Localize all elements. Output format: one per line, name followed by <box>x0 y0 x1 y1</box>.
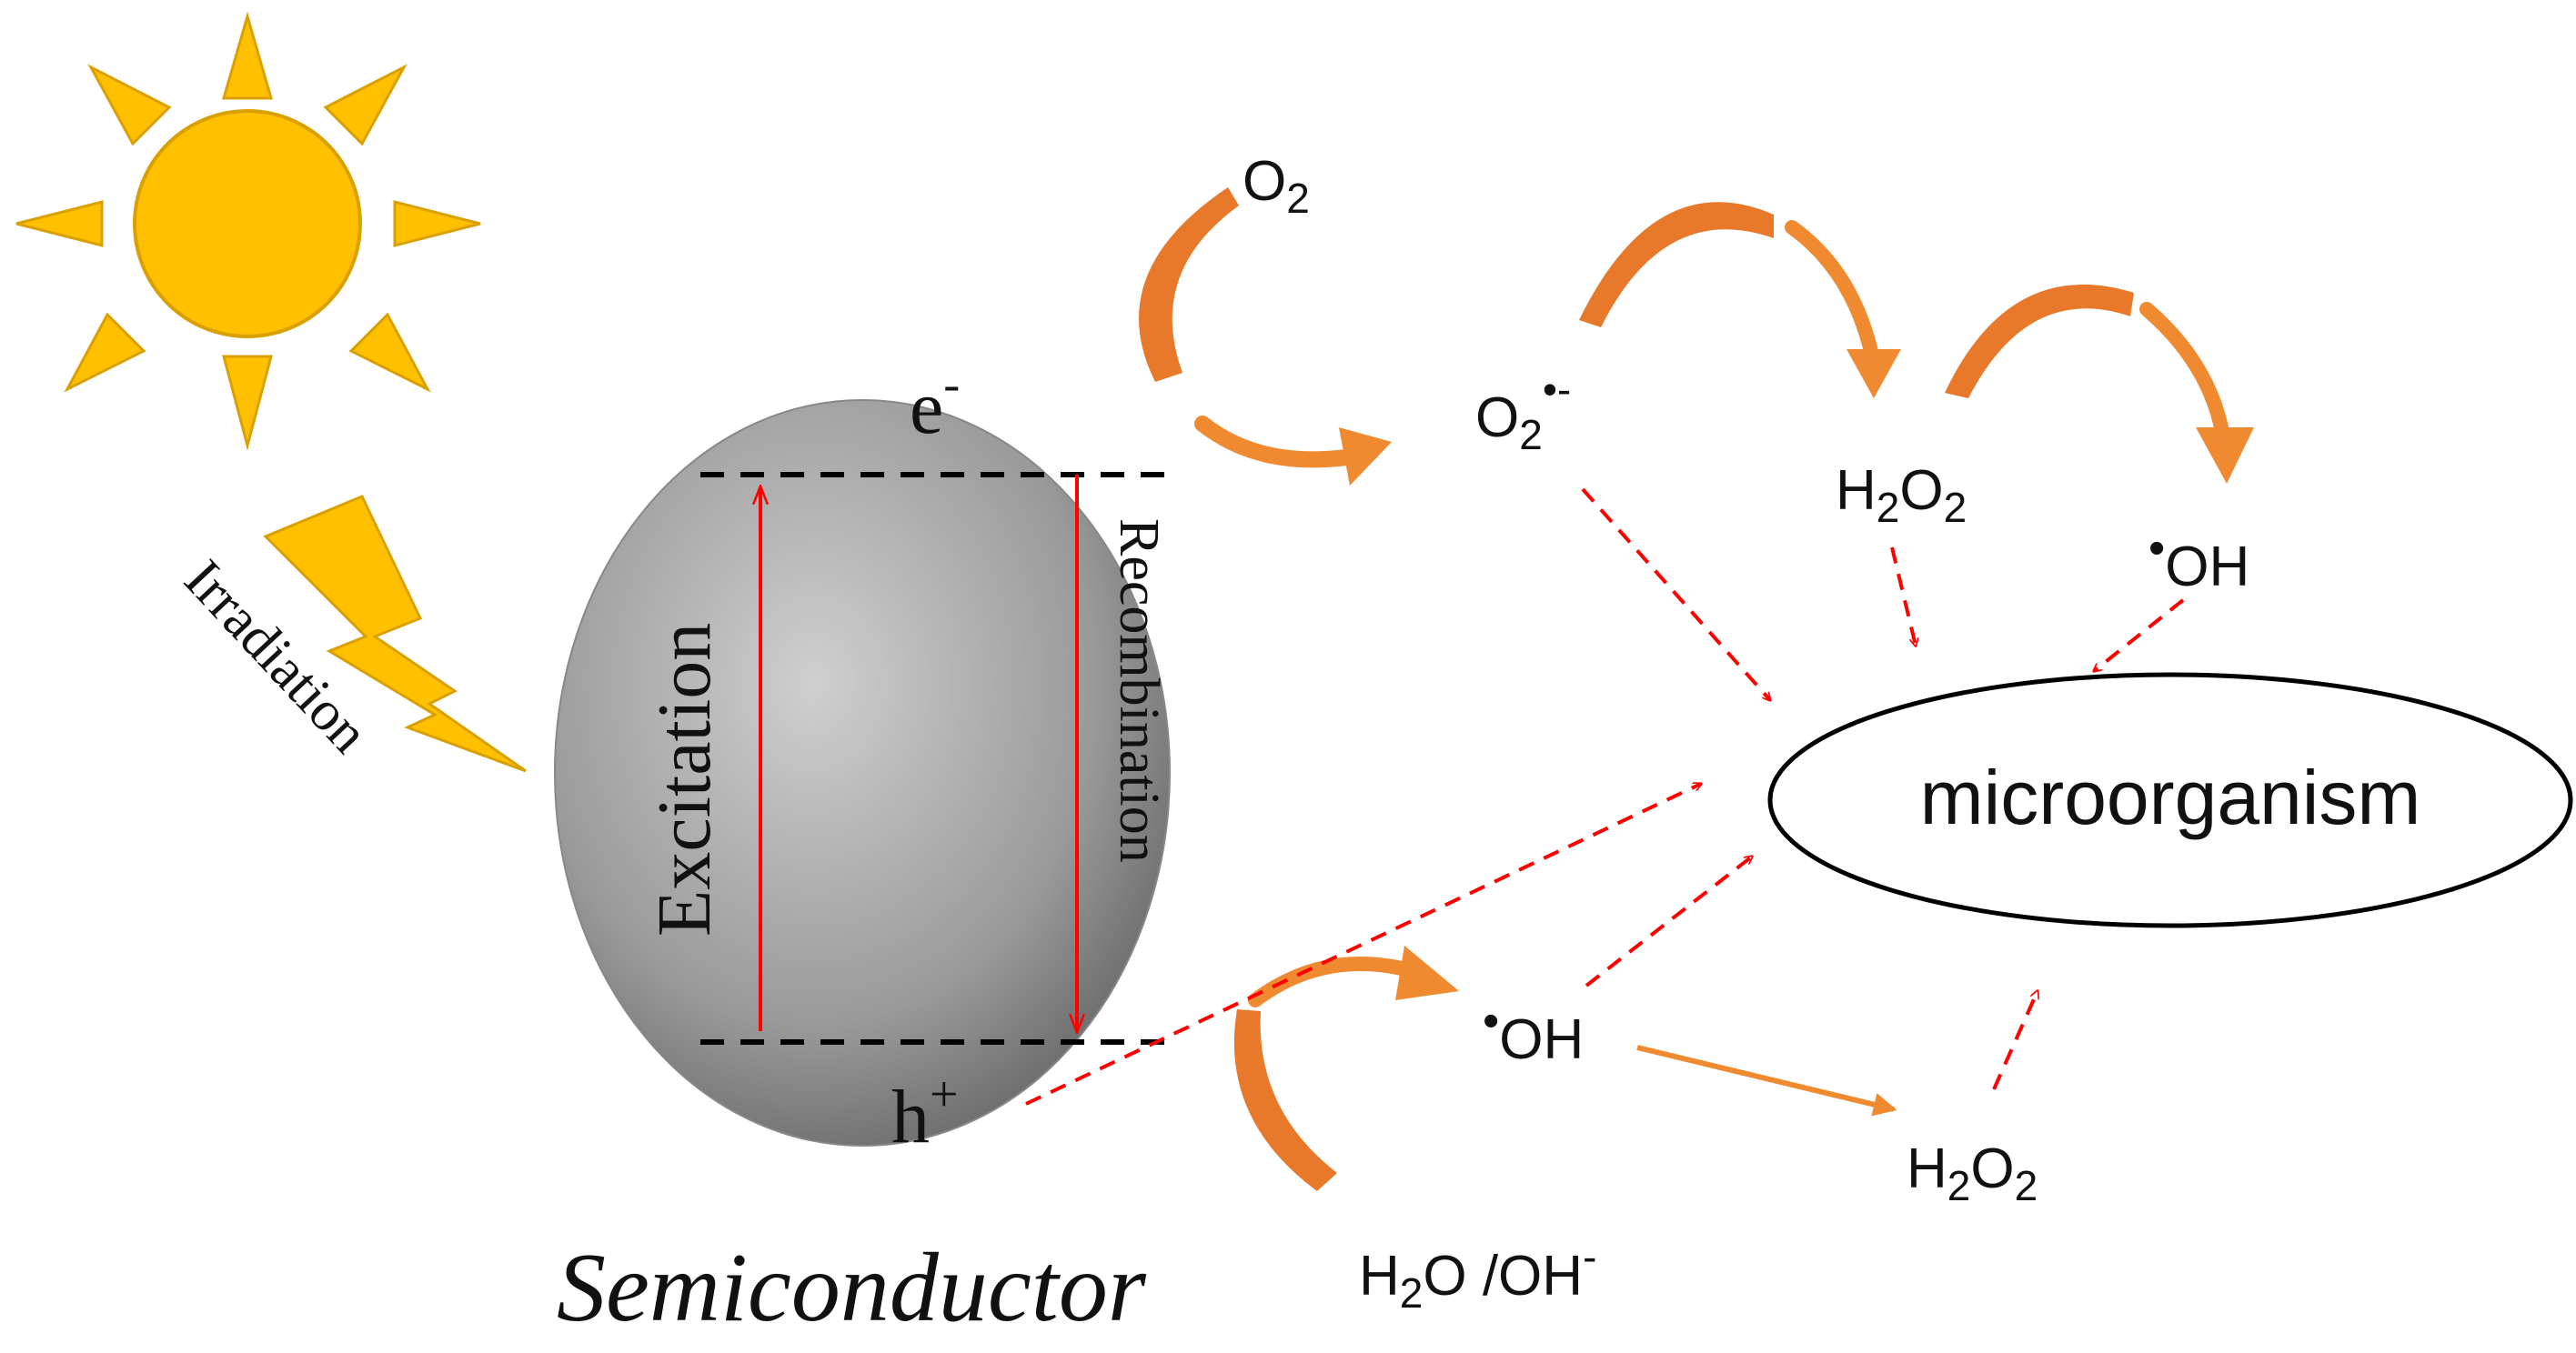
superoxide-label: O2•- <box>1475 366 1571 458</box>
oh-top-to-microbe-arrow <box>2094 598 2185 671</box>
h2o2-top-label: H2O2 <box>1836 459 1967 531</box>
h2o2-to-oh-arrowhead <box>2196 427 2254 484</box>
oh-top-label: •OH <box>2148 522 2249 598</box>
water-label: H2O /OH- <box>1359 1233 1596 1317</box>
water-oxidation-curve <box>1233 1009 1337 1191</box>
h2o2-to-oh-curve <box>1945 284 2134 398</box>
semiconductor-particle <box>554 399 1171 1147</box>
hole-to-microbe-arrow <box>1025 782 1701 1106</box>
electron-label: e- <box>910 356 960 450</box>
sun-icon <box>15 11 481 451</box>
recombination-label: Recombination <box>1108 518 1170 863</box>
superoxide-to-h2o2-arrowhead <box>1846 349 1901 398</box>
microorganism-cell <box>1767 672 2573 928</box>
h2o2-bottom-label: H2O2 <box>1907 1138 2038 1209</box>
o2-reduction-curve <box>1139 187 1239 382</box>
lightning-bolt-icon <box>263 495 527 773</box>
oh-bottom-label: •OH <box>1483 995 1584 1071</box>
superoxide-to-microbe-arrow <box>1581 487 1770 700</box>
oh-to-h2o2-arrow <box>1636 1045 1897 1117</box>
superoxide-to-h2o2-arrow <box>1785 220 1881 371</box>
o2-label: O2 <box>1243 150 1310 222</box>
o2-reduction-arrow <box>1194 416 1373 468</box>
superoxide-to-h2o2-curve <box>1579 202 1774 327</box>
h2o2-top-to-microbe-arrow <box>1890 546 1916 646</box>
microorganism-label: microorganism <box>1920 755 2421 840</box>
semiconductor-label: Semiconductor <box>557 1234 1147 1342</box>
excitation-label: Excitation <box>642 623 727 937</box>
water-oxidation-arrowhead <box>1395 946 1459 1000</box>
o2-reduction-arrowhead <box>1339 427 1392 486</box>
h2o2-bottom-to-microbe-arrow <box>1992 991 2038 1090</box>
hole-label: h+ <box>891 1067 959 1159</box>
oh-bottom-to-microbe-arrow <box>1585 857 1752 987</box>
h2o2-to-oh-arrow <box>2139 302 2230 444</box>
